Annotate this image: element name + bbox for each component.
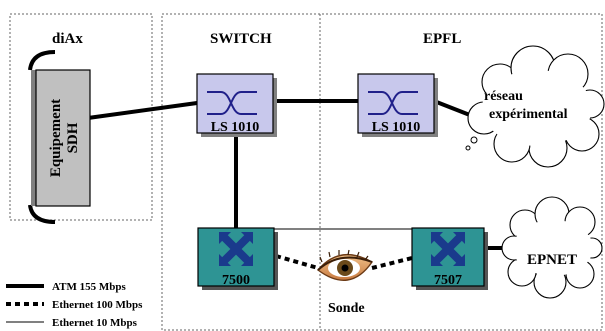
legend-eth100-label: Ethernet 100 Mbps [52,299,143,311]
link-probe-to-7507-eth100 [371,256,413,270]
router-arrows-icon [431,232,465,266]
cloud-epnet-label: EPNET [527,252,577,268]
link-7500-to-probe-eth100 [275,254,319,270]
router-7507: 7507 [411,227,488,290]
legend: ATM 155 Mbps Ethernet 100 Mbps Ethernet … [6,281,143,329]
router-7500-label: 7500 [222,273,250,288]
router-7500: 7500 [197,227,278,290]
ls1010-switch-left: LS 1010 [196,73,277,137]
sdh-label-line2: SDH [65,122,81,153]
sdh-top-arc [28,50,56,71]
switch-crossover-icon [207,91,257,115]
router-7507-label: 7507 [434,273,462,288]
sdh-bottom-arc [28,204,56,224]
cloud-epnet: EPNET [501,196,603,299]
sdh-equipment: Equipement SDH [31,69,91,207]
ls1010-right-label: LS 1010 [372,120,421,135]
ls1010-left-label: LS 1010 [211,120,260,135]
ls1010-switch-right: LS 1010 [357,73,438,137]
switch-crossover-icon [368,91,418,115]
legend-eth10-label: Ethernet 10 Mbps [52,317,138,329]
link-sdh-to-ls1010 [87,101,198,120]
legend-atm-label: ATM 155 Mbps [52,281,126,293]
router-arrows-icon [219,232,253,266]
diax-region-border [9,13,153,221]
cloud-experimental-label-line1: réseau [484,89,523,104]
region-label-epfl: EPFL [423,31,461,47]
switch-epfl-region-border [161,13,603,331]
cloud-experimental-network: réseau expérimental [465,45,605,168]
probe-label: Sonde [328,301,365,316]
cloud-experimental-label-line2: expérimental [489,107,568,122]
sdh-label-line1: Equipement [48,99,64,177]
region-label-switch: SWITCH [210,31,272,47]
probe-eye-icon [316,249,374,281]
region-label-diax: diAx [52,31,83,47]
